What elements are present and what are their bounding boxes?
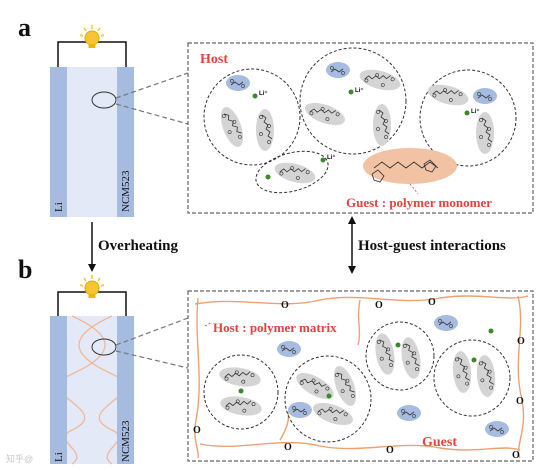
oxygen-label: O bbox=[284, 442, 292, 453]
zoom-line-b-top bbox=[115, 317, 189, 346]
solvation-shell bbox=[203, 354, 279, 430]
oxygen-label: O bbox=[512, 450, 520, 461]
zoom-line-a-bottom bbox=[115, 103, 189, 125]
zoom-spot-a bbox=[91, 91, 117, 109]
zoom-box-a: Host Li⁺ Li⁺ Li⁺ bbox=[187, 42, 534, 214]
solvation-shell: Li⁺ bbox=[419, 69, 517, 167]
host-label-b: Host : polymer matrix bbox=[213, 320, 337, 335]
electrolyte-a bbox=[67, 67, 117, 217]
oxygen-label: O bbox=[193, 425, 201, 436]
electrolyte-b bbox=[67, 316, 117, 464]
oxygen-label: O bbox=[281, 300, 289, 311]
battery-cell-a: Li NCM523 bbox=[50, 24, 134, 217]
oxygen-label: O bbox=[386, 445, 394, 456]
lightbulb-icon bbox=[79, 24, 105, 49]
ncm523-electrode-b bbox=[117, 316, 134, 464]
li-ion-label: Li⁺ bbox=[471, 108, 480, 115]
ncm523-electrode-label-b: NCM523 bbox=[120, 420, 132, 462]
solvation-shell bbox=[433, 339, 511, 417]
watermark: 知乎@ bbox=[6, 453, 33, 464]
zoom-spot-b bbox=[91, 338, 117, 356]
ncm523-electrode-a bbox=[117, 67, 134, 217]
solvation-shell: Li⁺ bbox=[203, 68, 301, 166]
host-pointer-b bbox=[204, 321, 213, 327]
solvation-shell: Li⁺ bbox=[299, 47, 407, 155]
li-electrode-label-b: Li bbox=[53, 452, 65, 462]
host-label-a: Host bbox=[200, 52, 228, 67]
panel-b-label: b bbox=[18, 255, 32, 284]
panel-a-label: a bbox=[18, 13, 31, 42]
li-electrode-b bbox=[50, 316, 67, 464]
ncm523-electrode-label-a: NCM523 bbox=[120, 170, 132, 212]
li-electrode-label-a: Li bbox=[53, 202, 65, 212]
guest-pointer-a bbox=[409, 183, 419, 195]
host-guest-label: Host-guest interactions bbox=[358, 238, 506, 254]
li-ion-label: Li⁺ bbox=[327, 154, 336, 161]
solvation-shell bbox=[284, 355, 372, 443]
guest-label-b: Guest bbox=[422, 435, 457, 450]
li-ion-label: Li⁺ bbox=[355, 87, 364, 94]
guest-label-a: Guest : polymer monomer bbox=[346, 195, 492, 210]
oxygen-label: O bbox=[517, 336, 525, 347]
overheating-label: Overheating bbox=[98, 238, 178, 254]
li-ion-label: Li⁺ bbox=[259, 90, 268, 97]
zoom-line-a-top bbox=[115, 72, 189, 99]
solvation-shell bbox=[365, 321, 435, 391]
lightbulb-icon bbox=[79, 274, 105, 299]
oxygen-label: O bbox=[428, 297, 436, 308]
guest-monomer bbox=[363, 148, 457, 184]
li-electrode-a bbox=[50, 67, 67, 217]
solvation-shell: Li⁺ bbox=[255, 150, 336, 194]
battery-cell-b: Li NCM523 bbox=[50, 274, 134, 465]
zoom-line-b-bottom bbox=[115, 350, 189, 369]
oxygen-label: O bbox=[516, 396, 524, 407]
zoom-box-b: O O O O O O O O O Host : polymer matrix bbox=[187, 290, 534, 462]
polymer-wave-b bbox=[58, 315, 106, 465]
oxygen-label: O bbox=[375, 300, 383, 311]
polymer-matrix bbox=[194, 295, 529, 459]
